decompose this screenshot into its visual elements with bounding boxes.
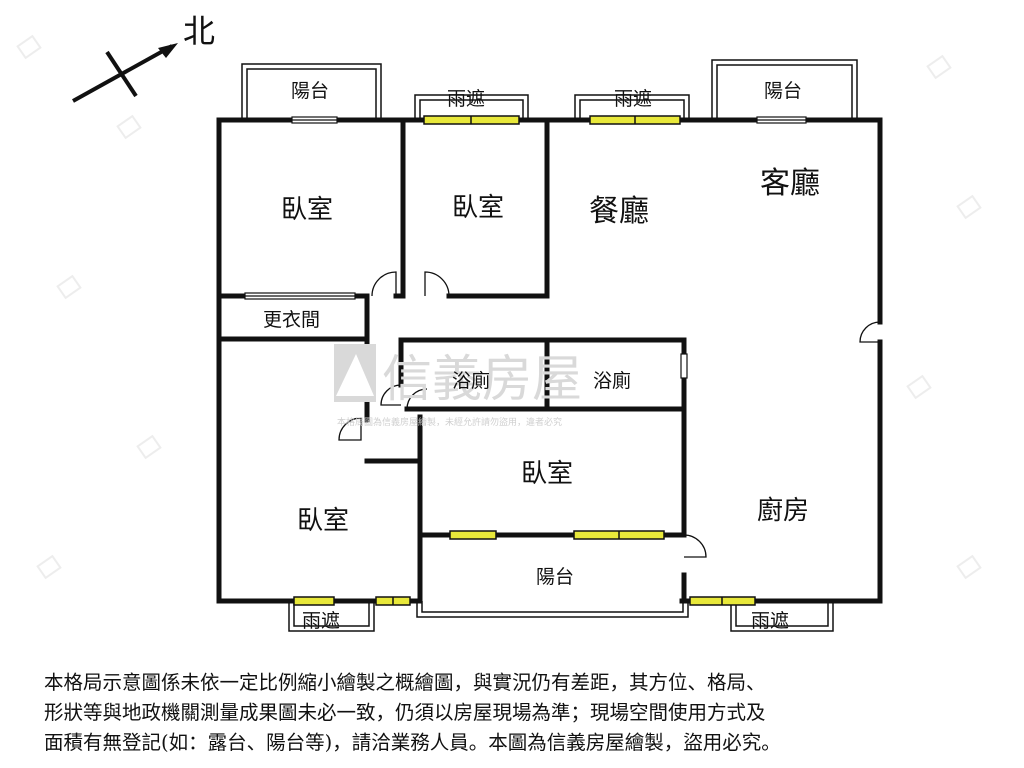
north-label: 北	[183, 12, 215, 50]
window	[449, 530, 497, 540]
door-swing	[683, 534, 707, 558]
exterior-structures	[241, 59, 858, 632]
door-swing	[859, 321, 881, 343]
balcony-bottom-outline	[416, 601, 689, 618]
sliding-door	[680, 353, 688, 379]
background-watermark-pattern	[16, 34, 982, 580]
balcony-top-left-outline	[241, 63, 382, 118]
canopy-bottom-right-outline	[730, 601, 834, 632]
label-balcony-top-left: 陽台	[291, 80, 329, 102]
room-label-bedroom-center: 臥室	[521, 459, 573, 489]
label-canopy-top-1: 雨遮	[447, 88, 485, 110]
room-label-bath-right: 浴廁	[593, 369, 631, 392]
disclaimer-line: 形狀等與地政機關測量成果圖未必一致，仍須以房屋現場為準；現場空間使用方式及	[44, 701, 766, 724]
sliding-doors	[244, 116, 807, 379]
door-swing	[338, 417, 362, 441]
disclaimer-line: 面積有無登記(如：露台、陽台等)，請洽業務人員。本圖為信義房屋繪製，盜用必究。	[44, 731, 781, 754]
exterior-labels: 陽台 雨遮 雨遮 陽台 陽台 雨遮 雨遮	[291, 80, 802, 632]
north-compass: 北	[72, 12, 215, 103]
label-canopy-top-2: 雨遮	[614, 88, 652, 110]
watermark-notice: 本格局圖為信義房屋繪製，未經允許請勿盜用，違者必究	[337, 416, 562, 428]
room-label-kitchen: 廚房	[757, 496, 809, 526]
disclaimer-text: 本格局示意圖係未依一定比例縮小繪製之概繪圖，與實況仍有差距，其方位、格局、 形狀…	[44, 668, 994, 758]
brand-logo-mark	[336, 354, 374, 396]
room-label-living: 客廳	[760, 166, 820, 201]
door-swing	[406, 388, 428, 410]
room-label-bedroom-nw: 臥室	[281, 195, 333, 225]
room-label-dining: 餐廳	[589, 194, 649, 229]
door-swing	[371, 271, 397, 297]
disclaimer-line: 本格局示意圖係未依一定比例縮小繪製之概繪圖，與實況仍有差距，其方位、格局、	[44, 671, 766, 694]
canopy-top-2-outline	[574, 94, 690, 118]
balcony-top-right-outline	[711, 59, 858, 118]
windows	[293, 115, 756, 606]
brand-watermark: 信義房屋 本格局圖為信義房屋繪製，未經允許請勿盜用，違者必究	[334, 344, 582, 428]
room-label-bedroom-sw: 臥室	[297, 506, 349, 536]
canopy-top-1-outline	[414, 94, 529, 118]
label-canopy-bottom-right: 雨遮	[751, 610, 789, 632]
compass-cross-bar	[105, 50, 138, 98]
compass-arrow-head	[158, 43, 178, 58]
door-swing	[424, 271, 450, 297]
window	[293, 596, 335, 606]
brand-watermark-text: 信義房屋	[382, 350, 582, 408]
room-label-bath-left: 浴廁	[452, 369, 490, 392]
swing-doors	[338, 271, 881, 558]
label-balcony-bottom: 陽台	[536, 566, 574, 588]
label-canopy-bottom-left: 雨遮	[302, 610, 340, 632]
walls	[216, 117, 883, 604]
canopy-bottom-left-outline	[288, 601, 375, 632]
room-label-closet: 更衣間	[263, 309, 320, 331]
door-swing	[380, 384, 402, 406]
room-labels: 臥室 臥室 餐廳 客廳 更衣間 浴廁 浴廁 臥室 臥室 廚房	[263, 166, 820, 536]
label-balcony-top-right: 陽台	[764, 80, 802, 102]
room-label-bedroom-n: 臥室	[452, 193, 504, 223]
